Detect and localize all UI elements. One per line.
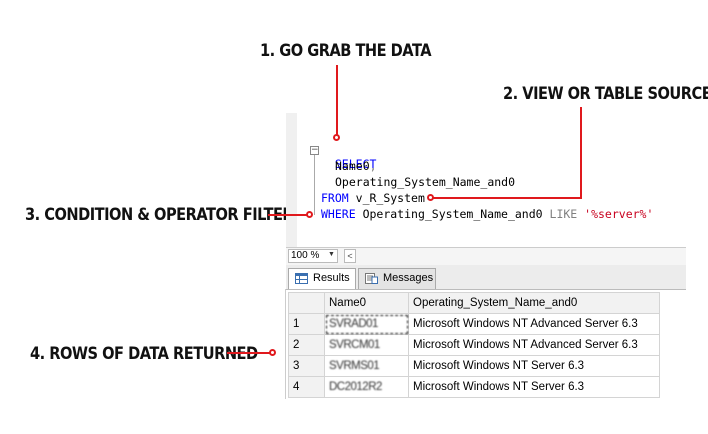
- row-number[interactable]: 2: [288, 334, 325, 356]
- tab-messages-label: Messages: [383, 272, 434, 284]
- messages-icon: [365, 273, 378, 284]
- column-header-name0[interactable]: Name0: [324, 292, 409, 314]
- where-keyword: WHERE: [321, 207, 356, 221]
- editor-gutter: [286, 113, 297, 247]
- like-pattern: '%server%': [584, 207, 654, 221]
- cell-os-name[interactable]: Microsoft Windows NT Advanced Server 6.3: [408, 334, 660, 356]
- tab-results-label: Results: [313, 272, 350, 284]
- connector-line-2-vertical: [580, 107, 582, 199]
- table-row[interactable]: 2 SVRCM01 Microsoft Windows NT Advanced …: [288, 334, 660, 356]
- tab-messages[interactable]: Messages: [358, 268, 436, 289]
- connector-dot-4: [269, 349, 276, 356]
- sql-line-from: FROM v_R_System: [321, 191, 425, 205]
- row-number[interactable]: 1: [288, 313, 325, 335]
- query-editor[interactable]: [286, 113, 686, 247]
- cell-name0[interactable]: DC2012R2: [324, 376, 409, 398]
- connector-line-4: [227, 352, 271, 354]
- row-number[interactable]: 4: [288, 376, 325, 398]
- grid-icon: [295, 273, 308, 284]
- zoom-scroll-bar: 100 % ▼ <: [286, 247, 686, 266]
- callout-view-table-source: 2. VIEW OR TABLE SOURCE: [503, 84, 708, 104]
- zoom-select[interactable]: 100 %: [288, 249, 338, 263]
- column-os-name: Operating_System_Name_and0: [335, 175, 516, 189]
- cell-os-name[interactable]: Microsoft Windows NT Server 6.3: [408, 355, 660, 377]
- connector-dot-1: [333, 134, 340, 141]
- row-number-header[interactable]: [288, 292, 325, 314]
- source-view: v_R_System: [355, 191, 425, 205]
- scroll-left-icon[interactable]: <: [344, 249, 356, 263]
- cell-os-name[interactable]: Microsoft Windows NT Server 6.3: [408, 376, 660, 398]
- from-keyword: FROM: [321, 191, 349, 205]
- collapse-toggle-icon[interactable]: −: [310, 145, 319, 155]
- sql-line-col1: Name0,: [335, 159, 377, 173]
- sql-line-where: WHERE Operating_System_Name_and0 LIKE '%…: [321, 207, 653, 221]
- select-keyword: SELECT: [334, 157, 377, 171]
- results-grid: Name0 Operating_System_Name_and0 1 SVRAD…: [288, 292, 660, 398]
- cell-name0[interactable]: SVRAD01: [324, 313, 409, 335]
- column-separator: ,: [369, 159, 377, 173]
- tab-results[interactable]: Results: [288, 268, 356, 289]
- results-tabs: Results Messages: [286, 265, 686, 290]
- grid-header-row: Name0 Operating_System_Name_and0: [288, 292, 660, 314]
- zoom-dropdown-icon[interactable]: ▼: [328, 251, 335, 258]
- like-operator: LIKE: [549, 207, 578, 221]
- table-row[interactable]: 4 DC2012R2 Microsoft Windows NT Server 6…: [288, 376, 660, 398]
- connector-dot-2: [427, 194, 434, 201]
- column-header-os[interactable]: Operating_System_Name_and0: [408, 292, 660, 314]
- sql-line-col2: Operating_System_Name_and0: [335, 175, 515, 189]
- cell-name0[interactable]: SVRMS01: [324, 355, 409, 377]
- sql-line-select: SELECT: [321, 143, 377, 171]
- callout-go-grab-data: 1. GO GRAB THE DATA: [260, 41, 432, 61]
- column-name0: Name0: [335, 159, 370, 173]
- connector-line-2-horizontal: [432, 197, 582, 199]
- connector-line-1: [336, 65, 338, 136]
- callout-condition-filters: 3. CONDITION & OPERATOR FILTERS: [25, 205, 304, 225]
- callout-rows-returned: 4. ROWS OF DATA RETURNED: [30, 344, 258, 364]
- cell-name0[interactable]: SVRCM01: [324, 334, 409, 356]
- table-row[interactable]: 1 SVRAD01 Microsoft Windows NT Advanced …: [288, 313, 660, 335]
- cell-os-name[interactable]: Microsoft Windows NT Advanced Server 6.3: [408, 313, 660, 335]
- where-column: Operating_System_Name_and0: [362, 207, 543, 221]
- results-left-border: [285, 289, 286, 399]
- zoom-value: 100 %: [291, 250, 320, 261]
- fold-guide-line: [314, 155, 315, 215]
- row-number[interactable]: 3: [288, 355, 325, 377]
- connector-line-3: [268, 214, 308, 216]
- connector-dot-3: [306, 211, 313, 218]
- table-row[interactable]: 3 SVRMS01 Microsoft Windows NT Server 6.…: [288, 355, 660, 377]
